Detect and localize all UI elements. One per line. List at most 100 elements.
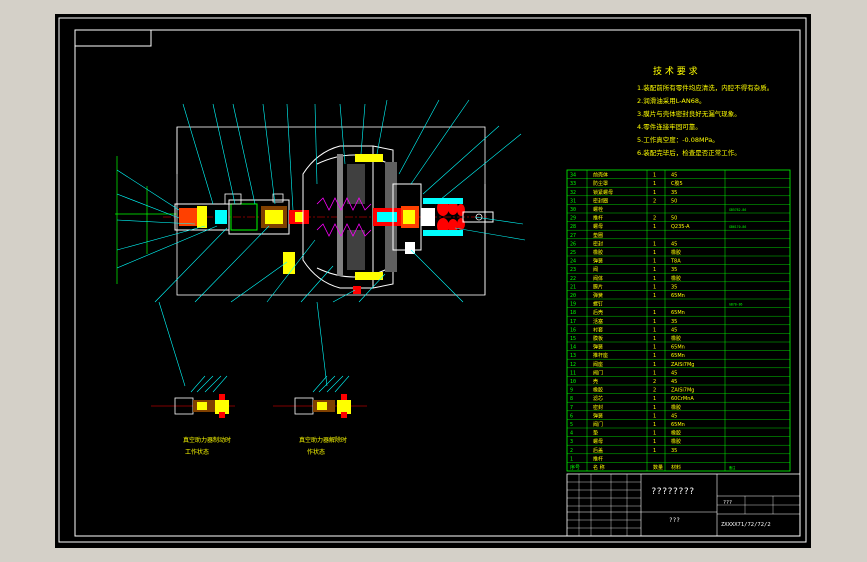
bom-cell-mat: 橡胶 — [671, 249, 681, 256]
bom-cell-name: 壳 — [593, 378, 598, 385]
bom-cell-qty: 2 — [653, 388, 656, 394]
bom-cell-name: 推杆 — [593, 215, 603, 222]
bom-cell-mat: 65Mn — [671, 293, 685, 299]
bom-cell-qty: 1 — [653, 293, 656, 299]
bom-cell-mat: 65Mn — [671, 310, 685, 316]
bom-cell-mat: 65Mn — [671, 353, 685, 359]
bom-cell-no: 7 — [570, 405, 573, 411]
bom-cell-name: 垫 — [593, 430, 598, 437]
bom-cell-mat: 45 — [671, 413, 677, 419]
bom-cell-mat: 45 — [671, 173, 677, 179]
bom-cell-name: 推杆座 — [593, 352, 608, 359]
tech-title: 技 术 要 求 — [653, 65, 698, 77]
bom-cell-name: 螺母 — [593, 223, 603, 230]
bom-cell-mat: 35 — [671, 190, 677, 196]
bom-header-no: 序号 — [570, 464, 580, 471]
bom-cell-qty: 1 — [653, 224, 656, 230]
bom-cell-name: 阀门 — [593, 421, 603, 428]
bom-cell-mat: 35 — [671, 267, 677, 273]
title-block: ???????? ??? ??? ZXXXX71/72/72/2 — [566, 473, 801, 537]
bom-cell-qty: 1 — [653, 250, 656, 256]
bom-cell-no: 1 — [570, 456, 573, 462]
bom-cell-qty: 1 — [653, 396, 656, 402]
bom-cell-qty: 1 — [653, 336, 656, 342]
assembly-drawing: 技 术 要 求 1.装配前所有零件均应清洗，内腔不得有杂质。 2.润滑油采用L-… — [58, 17, 807, 543]
bom-cell-qty: 1 — [653, 190, 656, 196]
bom-cell-qty: 1 — [653, 431, 656, 437]
bom-cell-name: 后壳 — [593, 309, 603, 316]
bom-cell-name: 前壳体 — [593, 172, 608, 179]
bom-cell-qty: 1 — [653, 370, 656, 376]
bom-cell-mat: 45 — [671, 241, 677, 247]
bom-header-note: 备注 — [729, 465, 736, 470]
bom-cell-qty: 1 — [653, 181, 656, 187]
outer-border — [58, 17, 807, 543]
bom-cell-no: 21 — [570, 284, 576, 290]
inner-border — [74, 29, 801, 537]
bom-cell-no: 8 — [570, 396, 573, 402]
bom-cell-mat: 50 — [671, 198, 677, 204]
bom-cell-no: 33 — [570, 181, 576, 187]
bom-cell-mat: 橡胶 — [671, 404, 681, 411]
bom-header-mat: 材料 — [671, 464, 681, 471]
bom-cell-mat: 橡胶 — [671, 275, 681, 282]
bom-cell-name: 橡胶 — [593, 249, 603, 256]
bom-cell-mat: ZAlSi7Mg — [671, 388, 694, 394]
bom-cell-no: 26 — [570, 241, 576, 247]
bom-cell-no: 10 — [570, 379, 576, 385]
cad-viewport[interactable]: 技 术 要 求 1.装配前所有零件均应清洗，内腔不得有杂质。 2.润滑油采用L-… — [55, 14, 811, 548]
bom-cell-qty: 1 — [653, 353, 656, 359]
detail-view-right: 真空助力器解除时 作状态 — [273, 375, 367, 456]
bom-cell-mat: C胶5 — [671, 180, 683, 187]
bom-cell-name: 膜片 — [593, 283, 603, 290]
bom-cell-mat: 65Mn — [671, 345, 685, 351]
bom-cell-qty: 1 — [653, 405, 656, 411]
bom-cell-no: 25 — [570, 250, 576, 256]
bom-cell-no: 6 — [570, 413, 573, 419]
bom-cell-mat: 35 — [671, 319, 677, 325]
bom-cell-qty: 2 — [653, 379, 656, 385]
bom-cell-mat: 45 — [671, 327, 677, 333]
bom-cell-qty: 2 — [653, 198, 656, 204]
bom-cell-name: 衬套 — [593, 326, 603, 333]
bom-cell-no: 19 — [570, 302, 576, 308]
bom-cell-qty: 1 — [653, 259, 656, 265]
bom-header-name: 名 称 — [593, 464, 605, 471]
bom-cell-name: 阀门 — [593, 369, 603, 376]
bom-cell-mat: 60CrMnA — [671, 396, 694, 402]
tech-item: 2.润滑油采用L-AN68。 — [637, 96, 706, 105]
bom-cell-no: 17 — [570, 319, 576, 325]
bom-cell-qty: 1 — [653, 319, 656, 325]
bom-cell-no: 11 — [570, 370, 576, 376]
bom-cell-name: 阀体 — [593, 275, 603, 282]
assembly-section-view — [115, 99, 526, 387]
bom-cell-name: 后盖 — [593, 447, 603, 454]
bom-cell-name: 密封圈 — [593, 197, 608, 204]
bom-cell-name: 密封 — [593, 404, 603, 411]
bom-cell-name: 滤芯 — [593, 395, 603, 402]
bom-cell-mat: 45 — [671, 370, 677, 376]
bom-cell-qty: 1 — [653, 173, 656, 179]
bom-cell-no: 3 — [570, 439, 573, 445]
bom-cell-qty: 1 — [653, 284, 656, 290]
bom-cell-qty: 1 — [653, 345, 656, 351]
school-name: ??? — [669, 517, 680, 524]
bom-cell-no: 13 — [570, 353, 576, 359]
bom-cell-mat: 50 — [671, 216, 677, 222]
bom-cell-note: GB5782-86 — [729, 208, 746, 212]
bom-cell-mat: 橡胶 — [671, 430, 681, 437]
bom-cell-no: 22 — [570, 276, 576, 282]
caption-right-line2: 作状态 — [307, 448, 325, 456]
caption-left-line1: 真空助力器制动时 — [183, 436, 231, 444]
tech-item: 1.装配前所有零件均应清洗，内腔不得有杂质。 — [637, 83, 773, 92]
bom-cell-qty: 1 — [653, 422, 656, 428]
bom-cell-mat: 橡胶 — [671, 438, 681, 445]
tech-item: 3.膜片与壳体密封良好无漏气现象。 — [637, 109, 741, 118]
bom-cell-name: 锁紧螺母 — [593, 189, 613, 196]
bom-cell-qty: 1 — [653, 448, 656, 454]
bom-cell-mat: T8A — [670, 259, 681, 265]
bom-cell-qty: 1 — [653, 439, 656, 445]
drawing-code: ZXXXX71/72/72/2 — [721, 522, 771, 528]
bom-cell-mat: ZAlSi7Mg — [671, 362, 694, 368]
